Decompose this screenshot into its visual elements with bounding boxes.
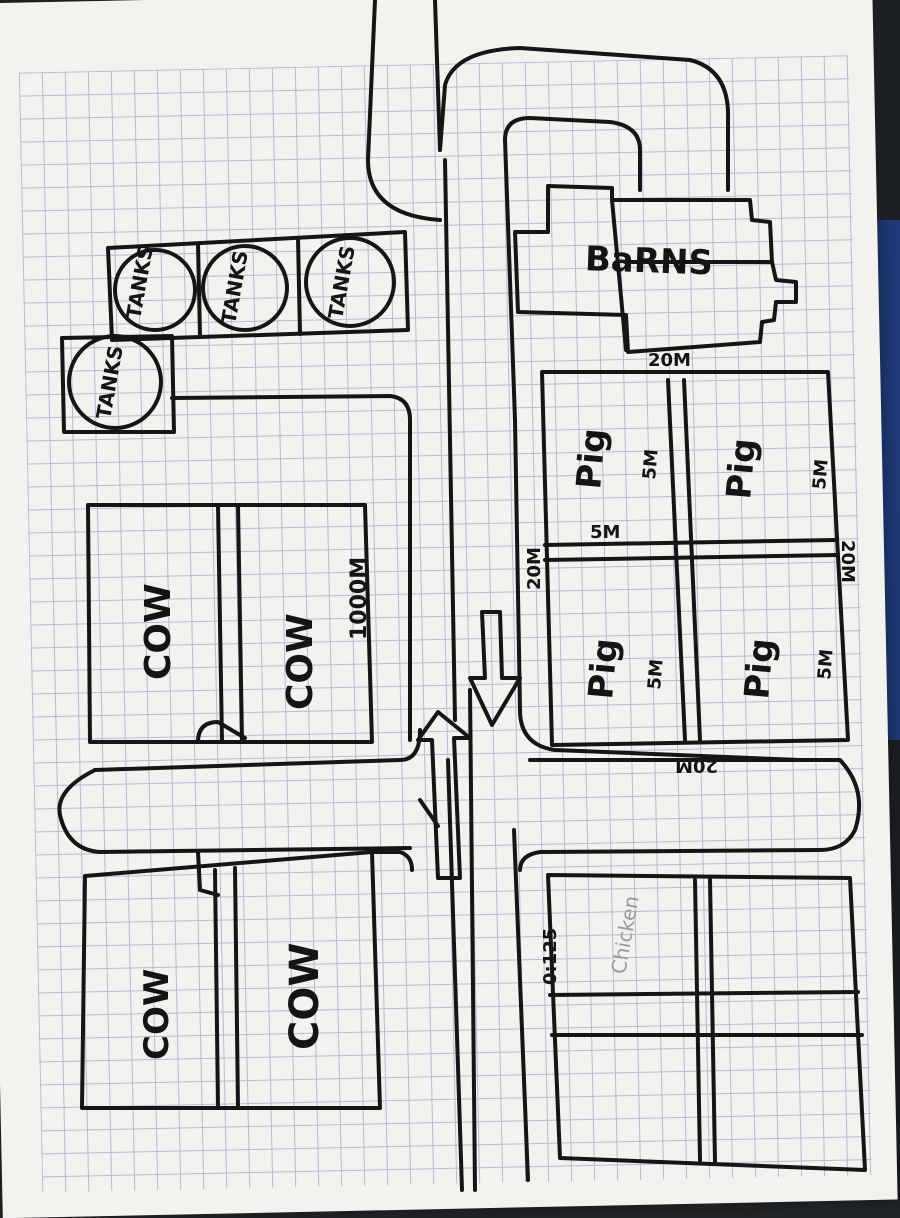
cross-road: [57, 720, 862, 897]
cow-label-4: COW: [282, 943, 328, 1050]
pen-size-4: 5M: [814, 648, 838, 680]
chicken-label: Chicken: [606, 894, 643, 976]
tanks-area: TANKS TANKS TANKS TANKS: [60, 230, 412, 742]
side-1000m: 1000M: [347, 557, 372, 640]
pen-size-3: 5M: [644, 658, 668, 690]
tank-label-3: TANKS: [323, 244, 360, 321]
lower-cow-pens: COW COW: [80, 850, 414, 1110]
tank-label-1: TANKS: [121, 244, 158, 321]
tank-label-4: TANKS: [91, 344, 128, 421]
pig-label-1: Pig: [569, 427, 614, 491]
side-20m-right: 20M: [837, 540, 858, 583]
side-20m-left: 20M: [524, 547, 545, 590]
cow-label-2: COW: [280, 613, 321, 710]
pig-label-2: Pig: [719, 437, 764, 501]
cow-label-3: COW: [137, 969, 177, 1060]
side-20m-top: 20M: [648, 350, 691, 371]
pig-label-3: Pig: [581, 637, 626, 701]
main-road: [366, 0, 530, 1192]
upper-cow-pens: COW COW 1000M: [86, 503, 374, 744]
top-loop-road: [438, 46, 802, 762]
pen-size-2: 5M: [809, 458, 833, 490]
pig-pens: Pig Pig Pig Pig 5M 5M 5M 5M 5M 20M 20M 2…: [524, 350, 858, 776]
pen-size-5: 5M: [590, 522, 620, 543]
cow-label-1: COW: [138, 583, 179, 680]
pen-size-1: 5M: [639, 448, 663, 480]
tank-label-2: TANKS: [216, 249, 253, 326]
chicken-ratio: 0:125: [540, 928, 561, 985]
barns-building: BaRNS: [513, 184, 798, 354]
chicken-coops: Chicken 0:125: [540, 873, 867, 1172]
pig-label-4: Pig: [737, 637, 782, 701]
barns-label: BaRNS: [584, 239, 713, 283]
